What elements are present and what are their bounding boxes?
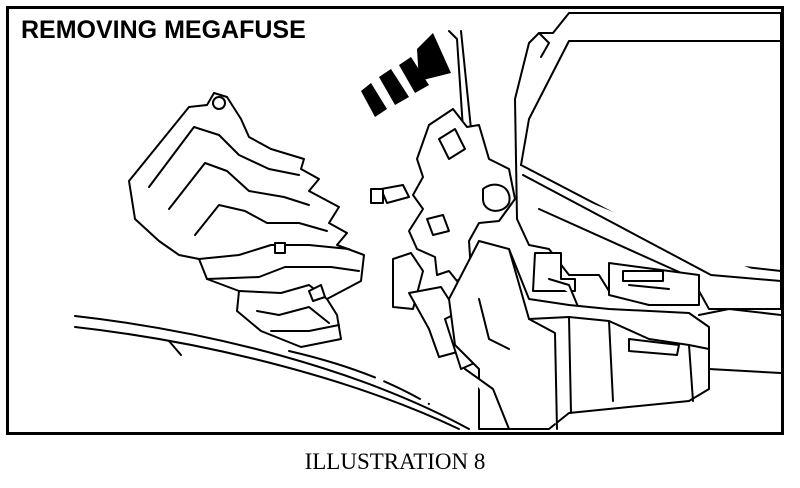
fuse-box-housing <box>448 12 781 430</box>
fuse-holder-latch <box>370 30 516 370</box>
megafuse-removal-drawing <box>74 12 781 430</box>
curved-panel-edge <box>74 315 470 430</box>
illustration-heading: REMOVING MEGAFUSE <box>21 16 306 44</box>
illustration-caption: ILLUSTRATION 8 <box>304 449 486 474</box>
illustration-frame: REMOVING MEGAFUSE <box>6 6 784 435</box>
removed-fuse-cover <box>128 92 365 348</box>
motion-arrow <box>361 33 451 117</box>
